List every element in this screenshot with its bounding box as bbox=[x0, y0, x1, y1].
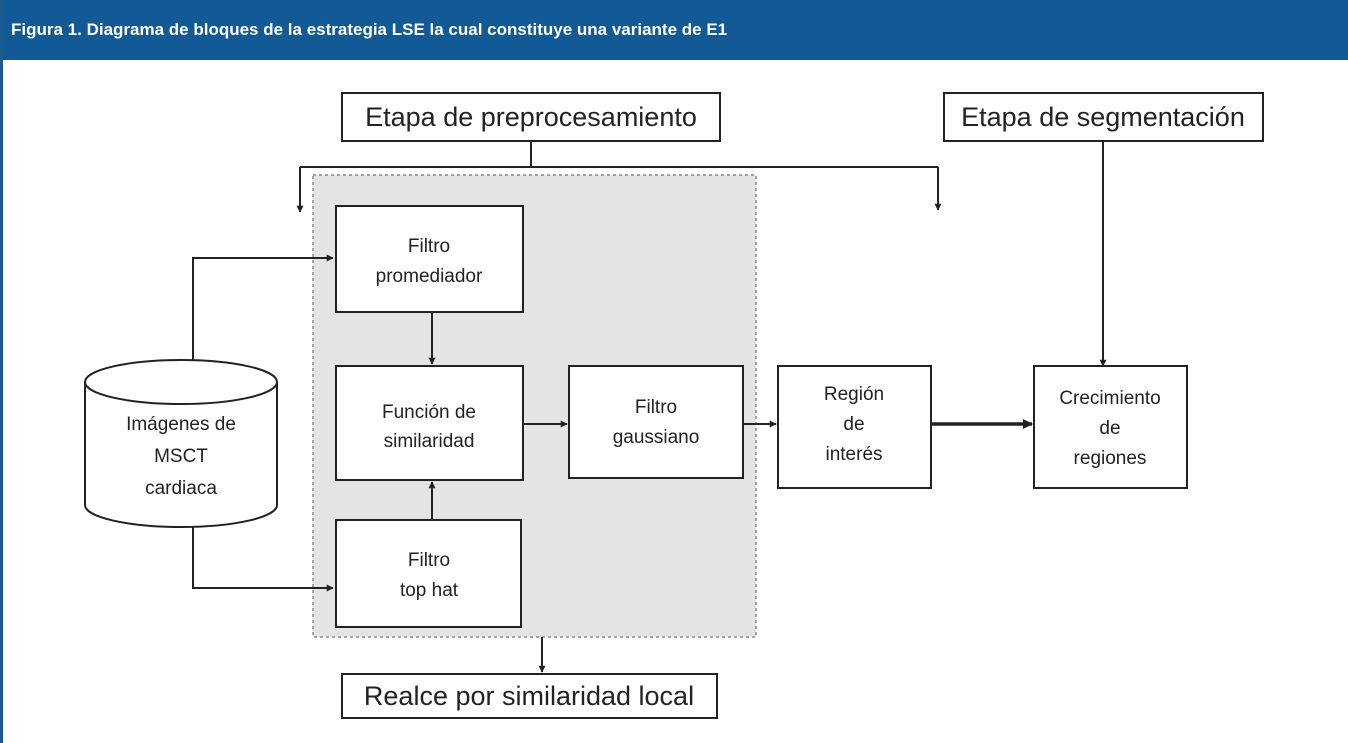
roi-label-line3: interés bbox=[825, 444, 882, 465]
block-diagram: Etapa de preprocesamiento Etapa de segme… bbox=[84, 92, 1264, 719]
images-to-tophat-arrow bbox=[192, 527, 334, 592]
msct-images-database: Imágenes de MSCT cardiaca bbox=[84, 359, 278, 528]
tophat-label-line1: Filtro bbox=[408, 550, 450, 571]
average-filter-label-line1: Filtro bbox=[408, 236, 450, 257]
similarity-label-line2: similaridad bbox=[384, 431, 475, 452]
segmentation-stage-box: Etapa de segmentación bbox=[943, 92, 1264, 142]
tophat-label-line2: top hat bbox=[400, 580, 459, 601]
figure-caption: Figura 1. Diagrama de bloques de la estr… bbox=[11, 20, 728, 39]
tophat-filter-box: Filtro top hat bbox=[335, 519, 522, 628]
enhancement-stage-box: Realce por similaridad local bbox=[341, 673, 718, 719]
similarity-function-box: Función de similaridad bbox=[335, 365, 524, 481]
preprocessing-stage-label: Etapa de preprocesamiento bbox=[365, 102, 697, 132]
gaussian-label-line1: Filtro bbox=[635, 397, 677, 418]
gaussian-filter-box: Filtro gaussiano bbox=[568, 365, 744, 479]
figure-caption-bar: Figura 1. Diagrama de bloques de la estr… bbox=[3, 0, 1348, 60]
region-growing-box: Crecimiento de regiones bbox=[1033, 365, 1188, 489]
images-label-line3: cardiaca bbox=[145, 478, 217, 499]
preprocessing-stage-box: Etapa de preprocesamiento bbox=[341, 92, 721, 142]
segmentation-stage-label: Etapa de segmentación bbox=[961, 102, 1245, 132]
average-filter-box: Filtro promediador bbox=[335, 205, 524, 313]
similarity-label-line1: Función de bbox=[382, 402, 476, 423]
roi-label-line1: Región bbox=[824, 384, 884, 405]
roi-label-line2: de bbox=[843, 414, 864, 435]
preprocessing-bracket bbox=[296, 141, 942, 213]
average-filter-label-line2: promediador bbox=[376, 266, 483, 287]
images-label-line2: MSCT bbox=[154, 446, 208, 467]
gaussian-label-line2: gaussiano bbox=[613, 427, 700, 448]
region-of-interest-box: Región de interés bbox=[777, 365, 932, 489]
images-label-line1: Imágenes de bbox=[126, 414, 236, 435]
images-to-average-filter-arrow bbox=[192, 254, 334, 360]
enhancement-stage-label: Realce por similaridad local bbox=[364, 681, 694, 711]
growing-label-line1: Crecimiento bbox=[1059, 388, 1160, 409]
growing-label-line2: de bbox=[1099, 418, 1120, 439]
growing-label-line3: regiones bbox=[1074, 448, 1147, 469]
